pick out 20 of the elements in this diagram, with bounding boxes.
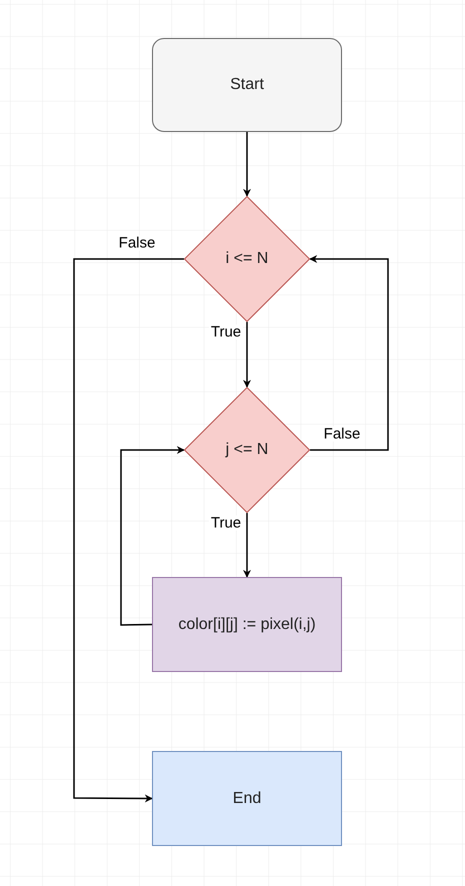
arrow <box>243 132 251 197</box>
process-box <box>152 577 342 672</box>
edge-label: True <box>208 324 244 340</box>
edge-label: False <box>322 426 362 442</box>
node-label: Start <box>230 75 264 95</box>
node-label: color[i][j] := pixel(i,j) <box>178 614 316 634</box>
arrow <box>309 255 389 451</box>
start-box <box>152 38 342 132</box>
end-box <box>152 751 342 846</box>
arrow <box>120 446 185 626</box>
decision-diamond <box>184 196 310 322</box>
edge-label: True <box>208 516 244 530</box>
arrow <box>73 258 184 802</box>
node-label: j <= N <box>226 440 268 460</box>
node-label: End <box>232 788 262 808</box>
arrow <box>243 513 251 578</box>
edge-label: False <box>116 236 158 250</box>
node-label: i <= N <box>226 249 268 269</box>
arrow <box>243 322 251 388</box>
decision-diamond <box>184 387 310 513</box>
